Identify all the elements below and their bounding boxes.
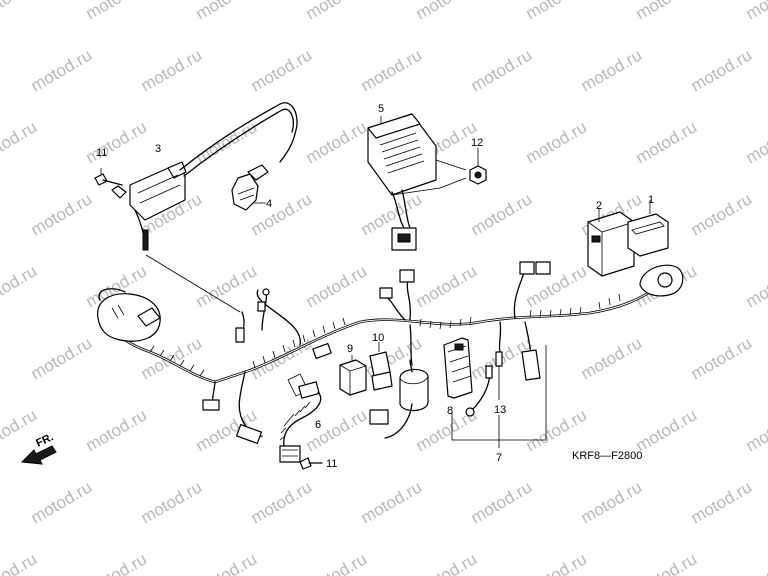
watermark-text: motod.ru	[413, 549, 481, 576]
relay-holder	[369, 342, 393, 391]
watermark-text: motod.ru	[0, 549, 40, 576]
callout-13: 13	[494, 404, 506, 416]
watermark-text: motod.ru	[688, 477, 756, 527]
horn-condenser	[369, 359, 429, 439]
relay	[339, 355, 367, 396]
watermark-text: motod.ru	[303, 549, 371, 576]
watermark-text: motod.ru	[523, 0, 591, 23]
watermark-text: motod.ru	[83, 549, 151, 576]
watermark-text: motod.ru	[523, 549, 591, 576]
watermark-text: motod.ru	[633, 405, 701, 455]
callout-12: 12	[471, 137, 483, 149]
watermark-text: motod.ru	[193, 0, 261, 23]
watermark-text: motod.ru	[193, 549, 261, 576]
callout-11-lower: 11	[326, 458, 337, 470]
group-7-bracket	[451, 345, 547, 448]
callout-8: 8	[447, 405, 453, 417]
watermark-text: motod.ru	[523, 405, 591, 455]
watermark-text: motod.ru	[0, 0, 40, 23]
watermark-text: motod.ru	[578, 45, 646, 95]
watermark-text: motod.ru	[248, 189, 316, 239]
watermark-text: motod.ru	[578, 333, 646, 383]
callout-9: 9	[347, 343, 353, 355]
callout-7: 7	[496, 452, 502, 464]
watermark-text: motod.ru	[0, 405, 40, 455]
ignition-coil	[111, 102, 298, 313]
bolt-lower	[299, 457, 323, 470]
watermark-text: motod.ru	[413, 261, 481, 311]
cdi-rubber-mount	[627, 200, 669, 257]
callout-10: 10	[372, 332, 384, 344]
sub-harness	[279, 373, 322, 463]
main-wire-harness	[97, 261, 684, 445]
ground-lead	[465, 365, 493, 417]
spark-plug-cap	[231, 164, 269, 211]
callout-2: 2	[596, 200, 602, 212]
watermark-text: motod.ru	[358, 477, 426, 527]
watermark-text: motod.ru	[303, 0, 371, 23]
watermark-text: motod.ru	[468, 477, 536, 527]
watermark-text: motod.ru	[248, 45, 316, 95]
clip-13	[495, 351, 503, 400]
watermark-text: motod.ru	[28, 333, 96, 383]
watermark-text: motod.ru	[468, 45, 536, 95]
figure-code: KRF8—F2800	[572, 450, 642, 462]
watermark-text: motod.ru	[303, 261, 371, 311]
watermark-text: motod.ru	[28, 189, 96, 239]
watermark-text: motod.ru	[688, 45, 756, 95]
watermark-text: motod.ru	[0, 117, 40, 167]
watermark-text: motod.ru	[523, 117, 591, 167]
watermark-text: motod.ru	[633, 0, 701, 23]
callout-11-upper: 11	[96, 147, 107, 159]
watermark-text: motod.ru	[138, 477, 206, 527]
callout-1: 1	[648, 194, 654, 206]
watermark-text: motod.ru	[193, 117, 261, 167]
watermark-text: motod.ru	[633, 117, 701, 167]
watermark-text: motod.ru	[303, 405, 371, 455]
watermark-text: motod.ru	[633, 549, 701, 576]
callout-3: 3	[155, 143, 161, 155]
callout-labels: 1 2 3 4 5 6 7 8 9 10 11 11 12 13 KRF8—F2…	[34, 103, 654, 470]
bolt-upper	[94, 168, 123, 186]
watermark-text: motod.ru	[743, 261, 768, 311]
watermark-text: motod.ru	[28, 45, 96, 95]
watermark-text: motod.ru	[83, 405, 151, 455]
watermark-text: motod.ru	[28, 477, 96, 527]
watermark-text: motod.ru	[83, 117, 151, 167]
watermark-text: motod.ru	[688, 189, 756, 239]
watermark-text: motod.ru	[743, 549, 768, 576]
watermark-text: motod.ru	[138, 45, 206, 95]
regulator-rectifier	[367, 113, 467, 251]
watermark-text: motod.ru	[358, 45, 426, 95]
cdi-unit	[587, 208, 635, 277]
connector-bracket	[443, 337, 473, 399]
watermark-text: motod.ru	[578, 477, 646, 527]
watermark-text: motod.ru	[303, 117, 371, 167]
diode-connector	[521, 349, 541, 381]
watermark-text: motod.ru	[743, 117, 768, 167]
watermark-text: motod.ru	[83, 0, 151, 23]
watermark-text: motod.ru	[743, 405, 768, 455]
callout-6: 6	[315, 419, 321, 431]
nut	[469, 148, 487, 185]
callout-4: 4	[266, 198, 272, 210]
watermark-text: motod.ru	[0, 261, 40, 311]
front-direction-arrow	[20, 445, 57, 465]
watermark-text: motod.ru	[468, 189, 536, 239]
callout-5: 5	[378, 103, 384, 115]
watermark-text: motod.ru	[743, 0, 768, 23]
watermark-text: motod.ru	[413, 0, 481, 23]
watermark-text: motod.ru	[248, 477, 316, 527]
watermark-text: motod.ru	[688, 333, 756, 383]
